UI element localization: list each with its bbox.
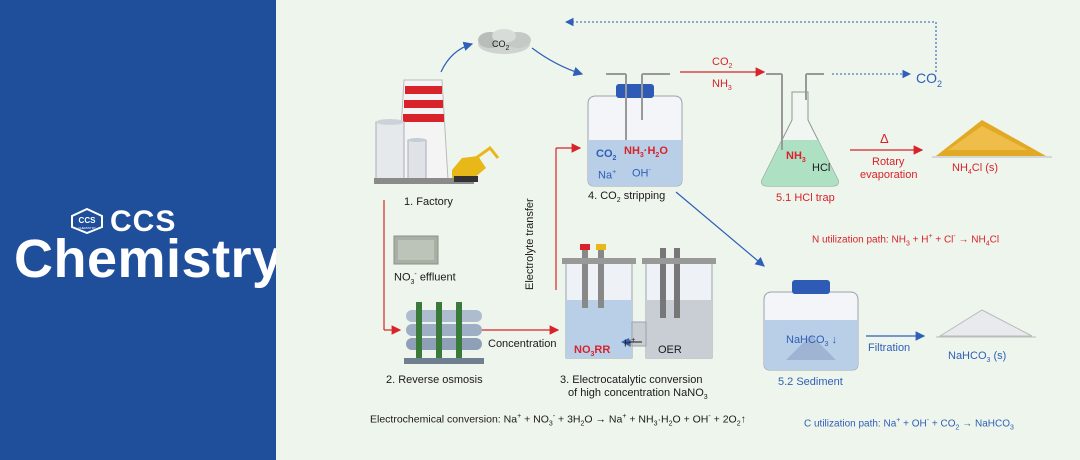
equation-label: Electrochemical conversion: Na+ + NO3- +… xyxy=(370,413,746,428)
nh4cl-label: NH4Cl (s) xyxy=(952,162,999,177)
electro-label-2: of high concentration NaNO3 xyxy=(568,387,708,402)
electro-label-1: 3. Electrocatalytic conversion xyxy=(560,374,703,386)
n-path-label: N utilization path: NH3 + H+ + Cl- → NH4… xyxy=(812,233,1000,248)
factory-label: 1. Factory xyxy=(404,196,453,208)
delta-label: Δ xyxy=(880,131,889,146)
arrow-cloud-bottle xyxy=(531,47,584,77)
stripping-label: 4. CO2 stripping xyxy=(588,190,666,205)
hcl-flask-icon xyxy=(761,73,839,187)
bottle-co2-label: CO2 xyxy=(596,148,617,163)
evaporation-label: evaporation xyxy=(860,169,918,181)
reverse-osmosis-label: 2. Reverse osmosis xyxy=(386,374,483,386)
diagram-graphics xyxy=(374,17,1052,371)
concentration-label: Concentration xyxy=(488,338,557,350)
brand-chemistry: Chemistry xyxy=(14,229,283,289)
bottle-na-label: Na+ xyxy=(598,169,617,182)
h-plus-label: H+ xyxy=(624,337,636,350)
flask-nh3-label: NH3 xyxy=(786,150,806,165)
stripping-bottle-icon xyxy=(587,73,683,187)
reverse-osmosis-icon xyxy=(404,302,484,364)
electrolysis-cell-icon xyxy=(562,244,716,359)
gas-nh3-label: NH3 xyxy=(712,78,732,93)
logo-tiny-text: CHEMISTRY xyxy=(78,226,96,230)
figure-panel: CO2 1. Factory NO3- effluent 2. Reverse … xyxy=(276,0,1080,460)
rotary-label: Rotary xyxy=(872,156,905,168)
co2-out-label: CO2 xyxy=(916,70,943,89)
effluent-label: NO3- effluent xyxy=(394,271,456,286)
sediment-content-label: NaHCO3 ↓ xyxy=(786,334,837,349)
factory-icon xyxy=(374,79,500,184)
arrow-factory-cloud xyxy=(440,41,474,73)
brand-ccs: CCS xyxy=(110,205,177,238)
c-path-label: C utilization path: Na+ + OH- + CO2 → Na… xyxy=(804,417,1014,432)
bottle-oh-label: OH- xyxy=(632,167,651,180)
brand-background-shape xyxy=(0,0,350,460)
co2-cloud-label: CO2 xyxy=(492,39,510,52)
logo-small-text: CCS xyxy=(79,216,97,225)
hcl-trap-label: 5.1 HCl trap xyxy=(776,192,835,204)
sediment-label: 5.2 Sediment xyxy=(778,376,843,388)
nahco3-pile-icon xyxy=(936,309,1036,338)
arrow-to-sediment xyxy=(675,191,765,267)
no3rr-label: NO3RR xyxy=(574,344,611,359)
ccs-logo-icon: CCS CHEMISTRY xyxy=(71,208,103,234)
nahco3-label: NaHCO3 (s) xyxy=(948,350,1007,365)
nh4cl-pile-icon xyxy=(932,120,1052,158)
co2-cloud-icon xyxy=(478,29,531,54)
arrow-co2-recycle xyxy=(564,17,937,72)
electrolyte-transfer-label: Electrolyte transfer xyxy=(524,198,536,290)
oer-label: OER xyxy=(658,344,682,356)
bottle-nh3-label: NH3·H2O xyxy=(624,145,668,160)
gas-co2-label: CO2 xyxy=(712,56,733,71)
sediment-bottle-icon xyxy=(763,280,859,371)
filtration-label: Filtration xyxy=(868,342,911,354)
flask-hcl-label: HCl xyxy=(812,162,831,174)
effluent-texture xyxy=(398,240,434,260)
